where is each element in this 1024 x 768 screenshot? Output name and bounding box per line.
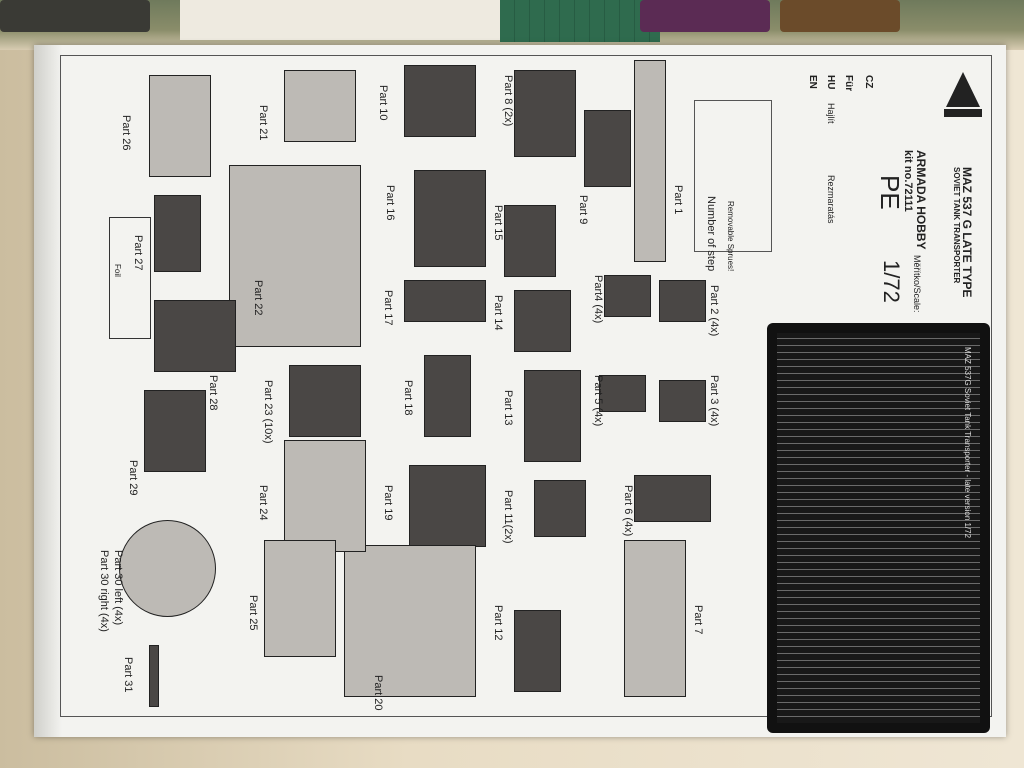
part-drawing-20 bbox=[344, 545, 476, 697]
brown-tool bbox=[780, 0, 900, 32]
part-label-19: Part 19 bbox=[382, 485, 394, 521]
part-drawing-18 bbox=[424, 355, 471, 437]
part-label-13: Part 13 bbox=[502, 390, 514, 426]
part-drawing-9 bbox=[584, 110, 631, 187]
header: ARMADA HOBBY kit no.72111 MAZ 537 G LATE… bbox=[674, 55, 990, 320]
part-label-22: Part 22 bbox=[252, 280, 264, 316]
part-label-17: Part 17 bbox=[382, 290, 394, 326]
part-drawing-19 bbox=[409, 465, 486, 547]
part-label-5: Part 5 (4x) bbox=[592, 375, 604, 427]
part-drawing-23 bbox=[289, 365, 361, 437]
part-drawing-1 bbox=[634, 60, 666, 262]
instruction-sheet: ARMADA HOBBY kit no.72111 MAZ 537 G LATE… bbox=[34, 45, 1006, 737]
part-label-18: Part 18 bbox=[402, 380, 414, 416]
pe-mark: PE bbox=[875, 175, 905, 210]
part-label-7: Part 7 bbox=[692, 605, 704, 635]
part-drawing-6 bbox=[634, 475, 711, 522]
part-drawing-7 bbox=[624, 540, 686, 697]
removable-sprues-text: Removable Sprues! bbox=[726, 201, 735, 272]
part-drawing-22 bbox=[229, 165, 361, 347]
lang-de: Für bbox=[843, 75, 854, 92]
part-label-31: Part 31 bbox=[122, 657, 134, 693]
number-of-step-text: Number of step bbox=[705, 196, 717, 272]
part-drawing-17 bbox=[404, 280, 486, 322]
part-label-4: Part4 (4x) bbox=[592, 275, 604, 324]
brand-name: ARMADA HOBBY bbox=[914, 150, 928, 250]
part-label-30-right: Part 30 right (4x) bbox=[98, 550, 110, 632]
hu-bend: Hajlít bbox=[826, 103, 836, 124]
part-label-1: Part 1 bbox=[672, 185, 684, 215]
scale-label: Měřítko/Scale: bbox=[912, 255, 922, 313]
part-drawing-24 bbox=[284, 440, 366, 552]
kit-subtitle: SOVIET TANK TRANSPORTER bbox=[952, 167, 961, 284]
foil-part: Foil bbox=[109, 217, 151, 339]
part-drawing-11 bbox=[534, 480, 586, 537]
part-drawing-16 bbox=[414, 170, 486, 267]
lang-hu: HU bbox=[825, 75, 836, 90]
photo-etch-fret: MAZ 537G Soviet Tank Transporter - late … bbox=[767, 323, 990, 733]
part-label-11: Part 11(2x) bbox=[502, 490, 514, 544]
part-label-9: Part 9 bbox=[577, 195, 589, 225]
lang-cz: CZ bbox=[863, 75, 874, 89]
tool-handle bbox=[0, 0, 150, 32]
part-label-26: Part 26 bbox=[120, 115, 132, 151]
part-drawing-25 bbox=[264, 540, 336, 657]
lang-en: EN bbox=[807, 75, 818, 89]
part-drawing-30-wheel bbox=[119, 520, 216, 617]
part-drawing-13 bbox=[524, 370, 581, 462]
part-drawing-10 bbox=[404, 65, 476, 137]
part-drawing-14 bbox=[514, 290, 571, 352]
pe-parts-pattern bbox=[777, 333, 980, 723]
part-label-6: Part 6 (4x) bbox=[622, 485, 634, 537]
scale-value: 1/72 bbox=[879, 260, 904, 303]
purple-tool bbox=[640, 0, 770, 32]
part-label-29: Part 29 bbox=[127, 460, 139, 496]
part-label-8: Part 8 (2x) bbox=[502, 75, 514, 127]
part-drawing-28 bbox=[154, 300, 236, 372]
part-drawing-26 bbox=[149, 75, 211, 177]
sheet-frame bbox=[60, 55, 992, 717]
legend-box: Removable Sprues! Number of step bbox=[694, 100, 772, 271]
sheet-fold bbox=[34, 45, 62, 737]
part-label-24: Part 24 bbox=[257, 485, 269, 521]
part-drawing-31 bbox=[149, 645, 159, 707]
part-drawing-8 bbox=[514, 70, 576, 157]
part-drawing-12 bbox=[514, 610, 561, 692]
part-label-30-left: Part 30 left (4x) bbox=[112, 550, 124, 626]
part-label-27: Part 27 bbox=[132, 235, 144, 271]
part-label-21: Part 21 bbox=[257, 105, 269, 141]
part-label-14: Part 14 bbox=[492, 295, 504, 331]
part-label-3: Part 3 (4x) bbox=[708, 375, 720, 427]
pe-caption: MAZ 537G Soviet Tank Transporter - late … bbox=[963, 347, 972, 539]
part-label-15: Part 15 bbox=[492, 205, 504, 241]
part-drawing-27 bbox=[154, 195, 201, 272]
part-label-23: Part 23 (10x) bbox=[262, 380, 274, 444]
hu-cut: Rezmaratás bbox=[826, 175, 836, 224]
part-drawing-29 bbox=[144, 390, 206, 472]
part-label-28: Part 28 bbox=[207, 375, 219, 411]
part-drawing-21 bbox=[284, 70, 356, 142]
part-drawing-15 bbox=[504, 205, 556, 277]
part-label-10: Part 10 bbox=[377, 85, 389, 121]
part-label-20: Part 20 bbox=[372, 675, 384, 711]
part-drawing-2 bbox=[659, 280, 706, 322]
part-drawing-4 bbox=[604, 275, 651, 317]
background-paper bbox=[180, 0, 500, 40]
part-label-2: Part 2 (4x) bbox=[708, 285, 720, 337]
part-drawing-5 bbox=[599, 375, 646, 412]
foil-label: Foil bbox=[113, 264, 122, 277]
armada-logo bbox=[944, 72, 982, 117]
part-label-25: Part 25 bbox=[247, 595, 259, 631]
part-label-12: Part 12 bbox=[492, 605, 504, 641]
part-drawing-3 bbox=[659, 380, 706, 422]
part-label-16: Part 16 bbox=[384, 185, 396, 221]
cutting-mat bbox=[500, 0, 660, 42]
kit-title: MAZ 537 G LATE TYPE bbox=[960, 167, 974, 298]
